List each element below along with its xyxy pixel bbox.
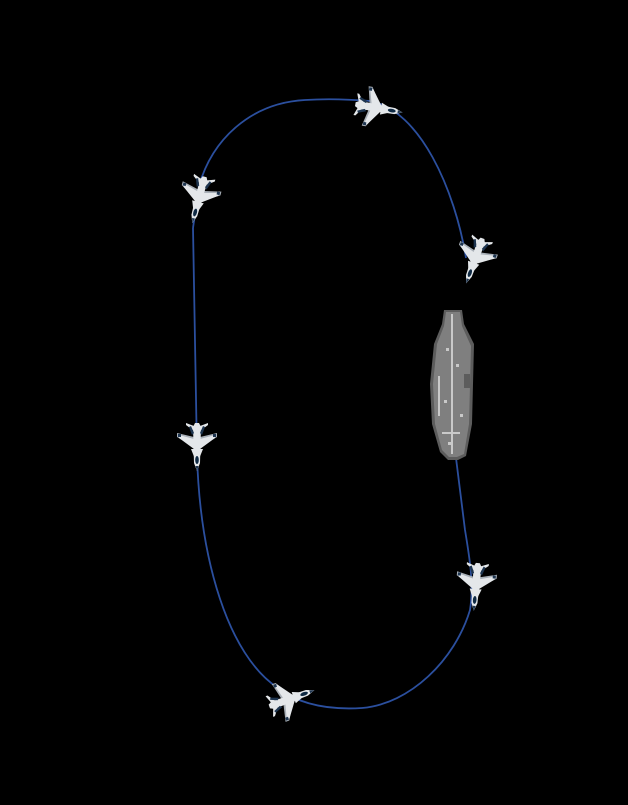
aircraft-carrier: [430, 310, 474, 460]
landing-pattern-path: [192, 98, 473, 710]
